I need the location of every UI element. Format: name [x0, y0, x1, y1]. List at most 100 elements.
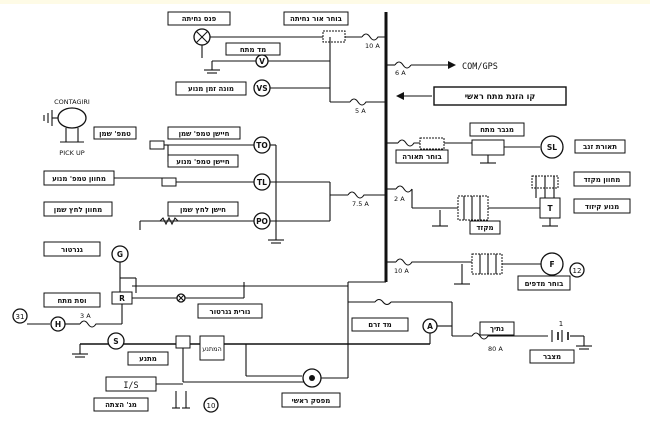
oil-pressure-sensor-label-box: [167, 201, 239, 217]
flaps-selector-label: בוחר מדפים: [525, 280, 564, 288]
fuse-6a-icon: [394, 61, 412, 69]
starter-icon: [107, 332, 125, 350]
marker-12-icon: [569, 262, 585, 278]
main-fuse-label-box: [479, 321, 515, 336]
flaps-motor-symbol: F: [549, 260, 554, 269]
hour-meter-symbol: VS: [256, 84, 267, 93]
oil-temp-group: טמפ' שמן חיישן טמפ' שמן TO: [93, 126, 276, 162]
engine-hour-meter-label: מונה זמן מנוע: [188, 85, 234, 93]
heater-group: 31 H 3 A: [12, 308, 123, 332]
flaps-switch-icon: [471, 253, 503, 275]
regulator-label: וסת מתח: [57, 297, 86, 305]
marker-10-label: 10: [207, 402, 216, 410]
starter-relay-label-box: [199, 335, 225, 361]
main-feed-label-box: [433, 86, 567, 106]
landing-light-selector-label: בוחר אור נחיתה: [290, 15, 342, 23]
fuse-7-5a-label: 7.5 A: [352, 200, 369, 208]
marker-10-icon: [203, 397, 219, 413]
trim-group: מחוון מקזד מנוע קיזוד 2 A T מקזד: [386, 171, 631, 235]
master-switch-label-box: [281, 392, 341, 408]
light-selector-switch-icon: [419, 137, 445, 150]
oil-temp-sensor-label-box: [167, 126, 241, 140]
fuse-3a-icon: [79, 320, 122, 328]
light-selector-label: בוחר תאורה: [402, 153, 441, 161]
gen-light-label-box: [197, 303, 263, 319]
starter-group: S מתנע: [72, 332, 169, 366]
contagiri-group: CONTAGIRI PICK UP: [43, 98, 90, 157]
ignition-label: מג' הצתה: [105, 401, 137, 409]
generator-label-box: [43, 241, 101, 257]
com-gps-label: COM/GPS: [462, 62, 498, 72]
voltmeter-group: מד מתח V: [204, 37, 331, 102]
voltmeter-label-box: [225, 42, 281, 56]
gen-light-cross-b: [177, 294, 185, 302]
landing-light-switch-icon: [322, 30, 346, 43]
landing-light-selector-label-box: [283, 11, 349, 26]
tail-light-icon: [540, 135, 564, 159]
tail-light-symbol: SL: [547, 143, 557, 152]
marker-31-label: 31: [16, 313, 25, 321]
marker-12-label: 12: [573, 267, 582, 275]
flaps-motor-icon: [540, 252, 564, 276]
gen-light-label: נורית גנרטור: [210, 308, 251, 316]
tail-light-group: מגבר מתח תאורת זנב SL בוחר תאורה: [386, 122, 626, 164]
engine-temp-sensor-label: חיישן טמפ' מנוע: [176, 158, 230, 166]
starter-relay-coil: [175, 335, 191, 349]
generator-label: גנרטור: [61, 246, 83, 254]
fuse-10a-top-label: 10 A: [365, 42, 380, 50]
voltage-amp-label: מגבר מתח: [480, 126, 514, 134]
engine-temp-gauge-label: מחוון טמפ' מנוע: [52, 175, 106, 183]
oil-pressure-gauge-label: מחוון לחץ שמן: [54, 206, 102, 214]
landing-light-label: פנס נחיתה: [182, 15, 217, 23]
ammeter-label: מד זרם: [368, 321, 392, 329]
oil-pressure-symbol: PO: [256, 217, 268, 226]
oil-temp-gauge-label-box: [93, 126, 137, 140]
trim-label: מקזד: [476, 224, 493, 232]
fuse-80a-icon: [471, 332, 548, 340]
main-feed-arrow-icon: [396, 92, 404, 100]
oil-pressure-gauge-label-box: [43, 201, 113, 217]
flaps-selector-label-box: [517, 275, 571, 291]
oil-temp-probe: [149, 140, 165, 150]
ammeter-symbol: A: [427, 322, 433, 331]
fuse-2a-icon: [395, 185, 413, 193]
tail-fuse-icon: [397, 139, 420, 147]
starter-label-box: [127, 351, 169, 366]
ignition-label-box: [93, 397, 149, 412]
battery-label: מצבר: [543, 353, 561, 361]
trim-motor-label: מנוע קיזוד: [585, 203, 619, 211]
voltmeter-label: מד מתח: [240, 46, 266, 54]
oil-pressure-sensor-label: חישן לחץ שמן: [180, 206, 226, 214]
main-feed-label: קו הזנת מתח ראשי: [465, 92, 536, 101]
landing-light-group: פנס נחיתה בוחר אור נחיתה 10 A: [167, 11, 386, 58]
engine-hour-meter-group: מונה זמן מנוע VS 5 A: [175, 79, 386, 115]
master-switch-group: מפסק ראשי: [245, 344, 349, 408]
oil-pressure-resistor-icon: [159, 216, 179, 226]
trim-indicator-label-box: [573, 171, 631, 187]
main-fuse-label: נתיך: [490, 325, 504, 333]
oil-temp-gauge-label: טמפ' שמן: [99, 130, 131, 138]
contagiri-top-label: CONTAGIRI: [54, 98, 90, 106]
fuse-5a-icon: [349, 98, 386, 106]
master-switch-dot: [309, 375, 315, 381]
engine-temp-symbol: TL: [257, 178, 267, 187]
battery-group: נתיך 80 A 1 מצבר: [452, 320, 592, 364]
master-switch-label: מפסק ראשי: [292, 397, 331, 405]
generator-group: גנרטור G: [43, 241, 137, 293]
oil-temp-sensor-symbol: TO: [256, 141, 268, 150]
generator-symbol: G: [117, 250, 123, 259]
oil-pressure-group: מחוון לחץ שמן חישן לחץ שמן PO 7.5 A: [43, 191, 386, 230]
fuse-80a-label: 80 A: [488, 345, 503, 353]
regulator-symbol: R: [119, 294, 125, 303]
engine-temp-sensor-group: חיישן טמפ' מנוע: [167, 154, 239, 168]
fuse-3a-label: 3 A: [80, 312, 91, 320]
fuse-10a-mid-label: 10 A: [394, 267, 409, 275]
background-strip: [0, 0, 650, 4]
ignition-group: I/S מג' הצתה 10: [93, 376, 219, 413]
fuse-5a-label: 5 A: [355, 107, 366, 115]
marker-1-label: 1: [559, 320, 563, 328]
ammeter-group: מד זרם A: [348, 298, 453, 344]
flaps-group: F 12 בוחר מדפים: [454, 252, 585, 291]
